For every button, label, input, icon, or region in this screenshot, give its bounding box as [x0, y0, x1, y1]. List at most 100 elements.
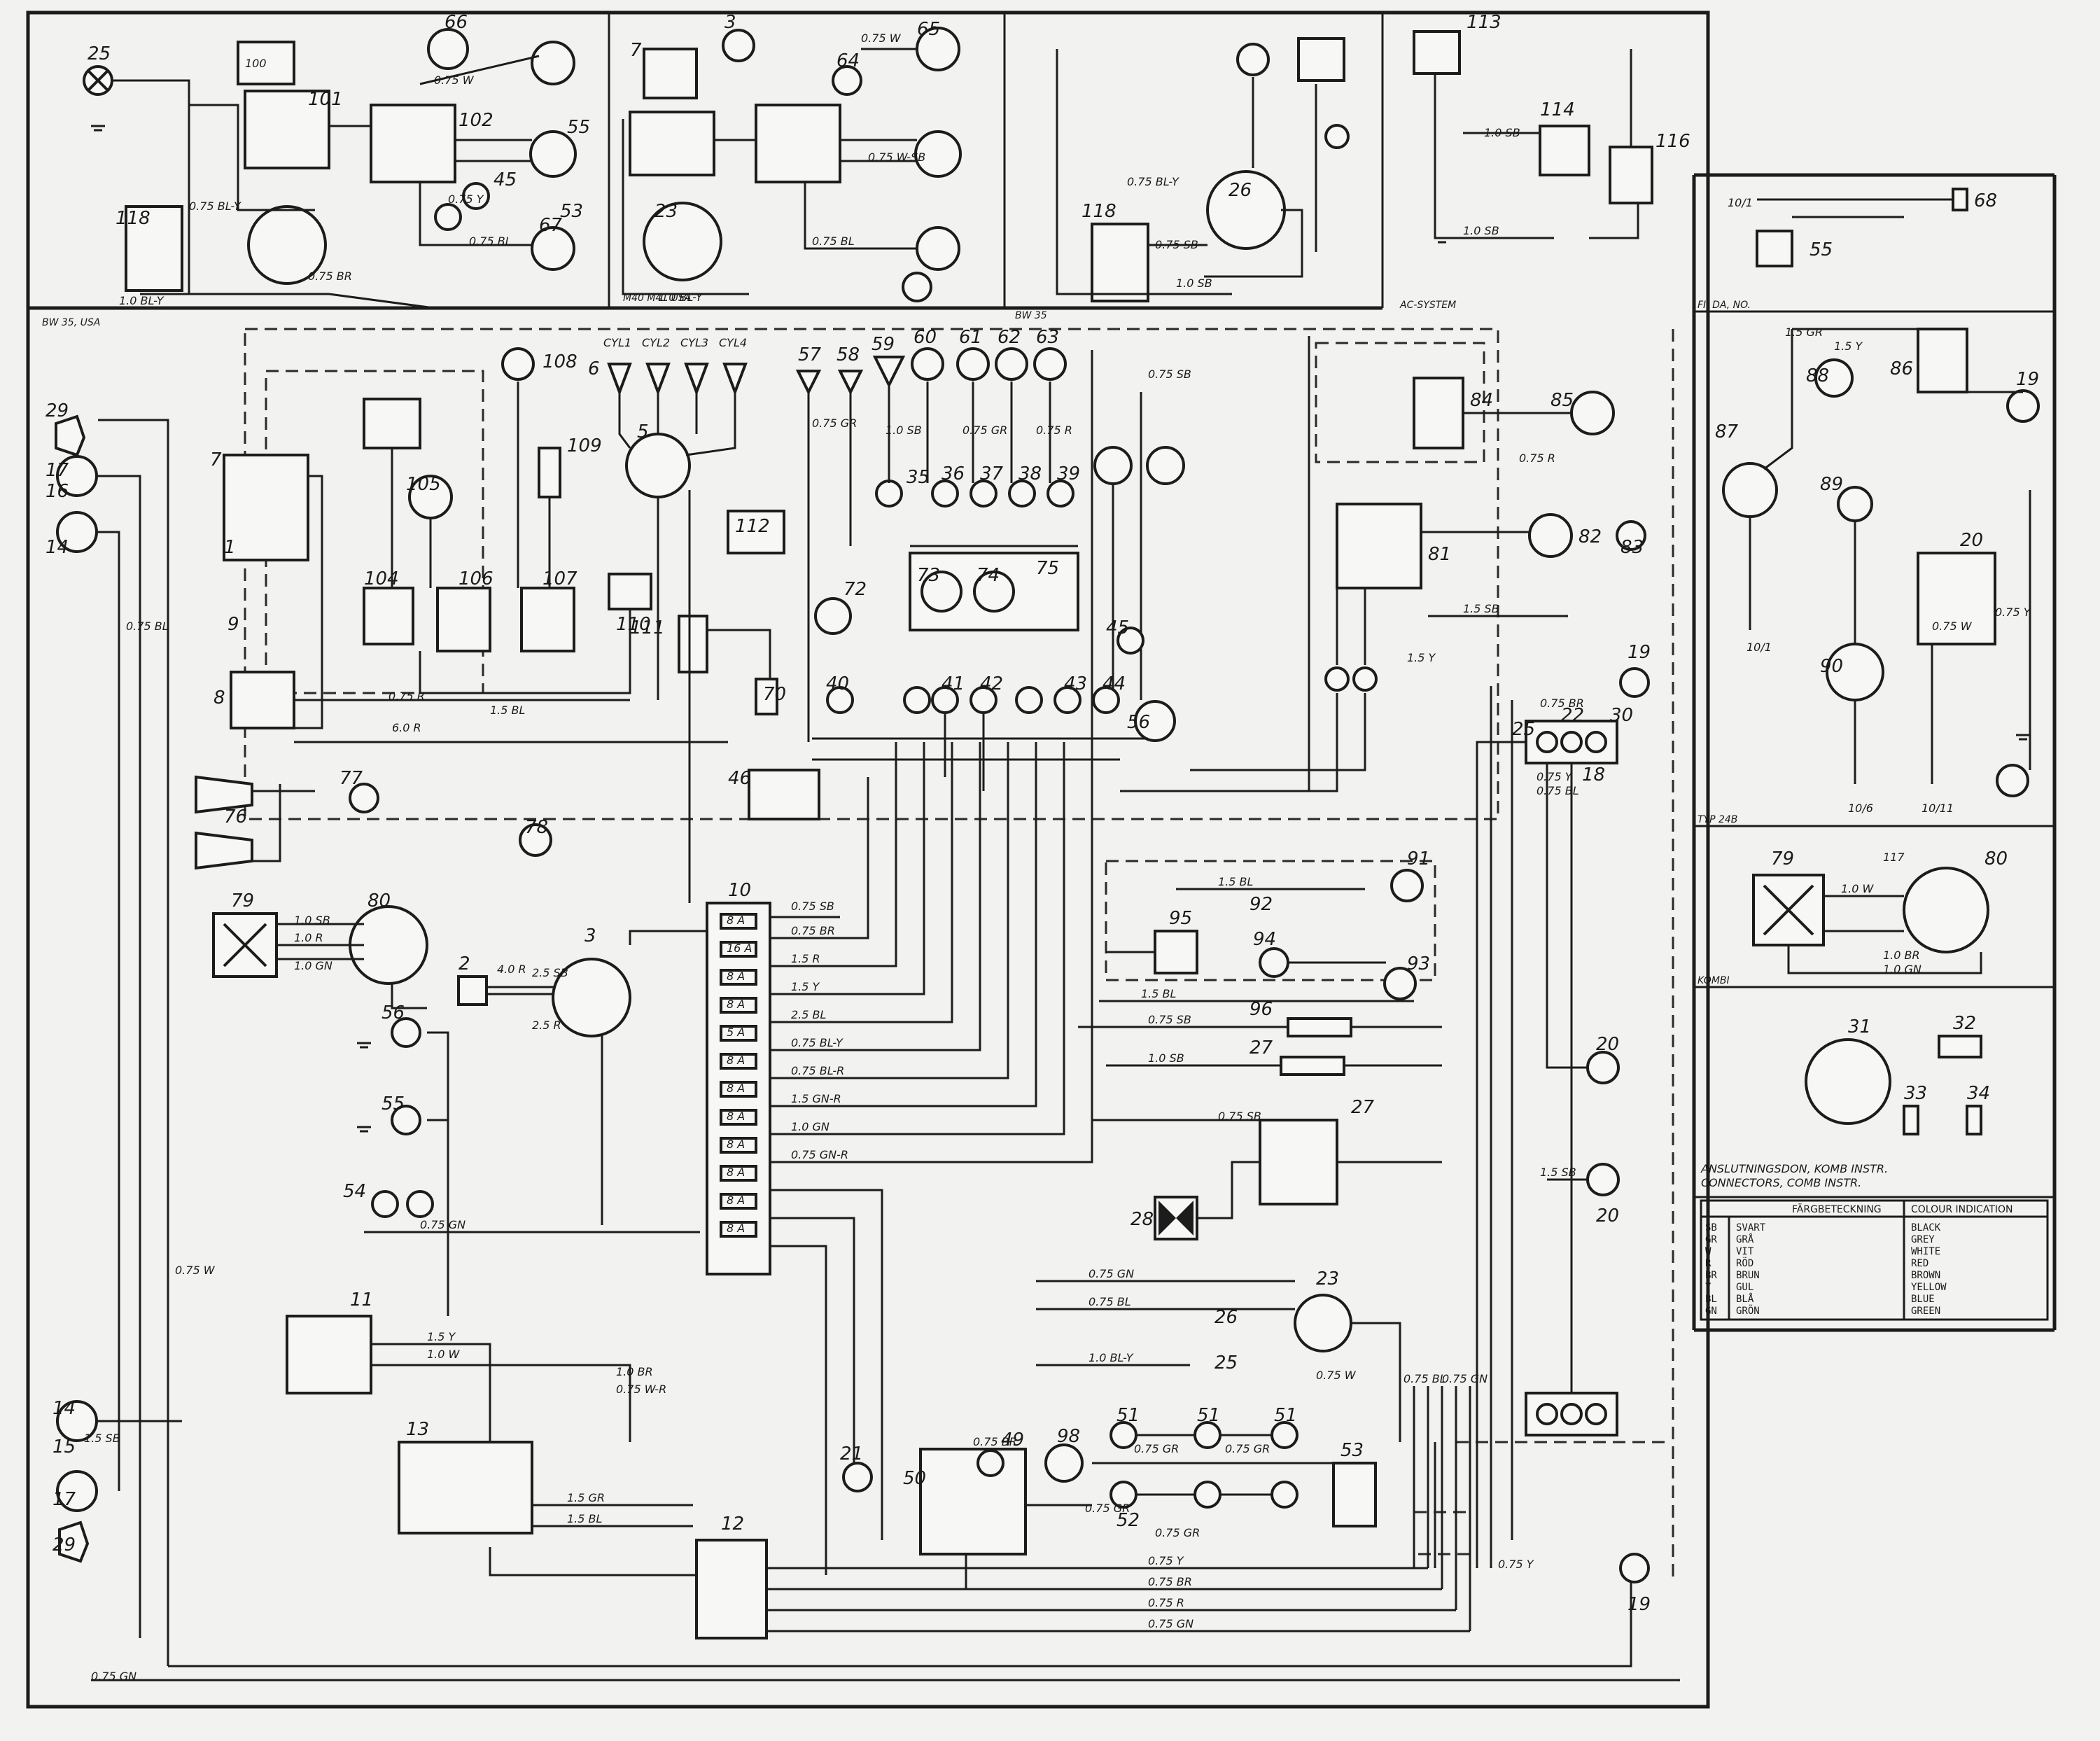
svg-text:29: 29 [52, 1534, 76, 1555]
lamp-19b [1996, 764, 2029, 797]
svg-text:8: 8 [214, 687, 225, 708]
switch-57 [795, 370, 822, 396]
svg-text:0.75 BL: 0.75 BL [1536, 784, 1579, 797]
gauge-74 [973, 571, 1015, 613]
fuse-rating: 8 A [727, 1222, 745, 1235]
svg-text:14: 14 [52, 1398, 76, 1419]
legend-swedish: SVART [1736, 1222, 1766, 1233]
lamp-37 [969, 480, 997, 508]
svg-text:9: 9 [227, 614, 239, 635]
lamp-51b [1194, 1421, 1222, 1449]
legend-code: Y [1705, 1282, 1712, 1293]
lamp-52c [1270, 1481, 1298, 1509]
svg-text:74: 74 [976, 565, 1000, 586]
motor-56 [1134, 700, 1176, 742]
svg-text:1.5 Y: 1.5 Y [427, 1330, 456, 1343]
svg-text:0.75 BL-Y: 0.75 BL-Y [189, 200, 241, 213]
svg-text:0.75 Y: 0.75 Y [1995, 606, 2031, 619]
svg-text:33: 33 [1904, 1083, 1927, 1104]
svg-text:6.0 R: 6.0 R [392, 721, 421, 734]
terminal-block-102 [370, 104, 456, 183]
svg-text:1.5 BL: 1.5 BL [1218, 875, 1253, 888]
lamp-47b [1352, 666, 1378, 692]
svg-text:0.75 BL-Y: 0.75 BL-Y [791, 1036, 844, 1049]
svg-text:55: 55 [567, 117, 590, 138]
svg-text:41: 41 [941, 673, 965, 694]
svg-text:CYL2: CYL2 [642, 336, 670, 349]
junction-2 [457, 975, 488, 1006]
switch-cluster-81-85: 84 85 81 82 83 1.5 SB 0.75 R 1.5 Y [1120, 336, 1646, 792]
svg-text:3: 3 [584, 925, 596, 946]
fuse [720, 1137, 757, 1154]
relay-118a [125, 205, 183, 292]
connector-note-2: CONNECTORS, COMB INSTR. [1701, 1176, 1861, 1189]
top-panel-4-ac: 113 114 116 1.0 SB 1.0 SB [1413, 12, 1690, 239]
svg-text:108: 108 [542, 351, 578, 372]
svg-text:98: 98 [1057, 1426, 1080, 1447]
bottom-components: 50 49 98 51 51 51 52 53 0.75 GR 0.75 GR … [903, 1405, 1377, 1589]
svg-text:57: 57 [798, 344, 822, 365]
lamp-14a [56, 511, 98, 553]
lamp-44 [1092, 686, 1120, 714]
lamp-25c [1324, 124, 1350, 149]
svg-text:1.0 SB: 1.0 SB [1484, 126, 1520, 139]
svg-text:94: 94 [1253, 929, 1276, 950]
left-lamps: 29 17 16 14 14 15 17 29 0.75 GN 0.75 BL … [46, 400, 1680, 1683]
lamp-25b [902, 272, 932, 302]
svg-text:1.0 W: 1.0 W [427, 1348, 461, 1361]
lamp-42b [1015, 686, 1043, 714]
section-bw35-usa: BW 35, USA [42, 317, 100, 328]
lamp-54b [406, 1190, 434, 1218]
lamp-66a [427, 28, 469, 70]
svg-text:104: 104 [364, 568, 399, 589]
svg-text:79: 79 [231, 890, 254, 911]
lamp-35 [875, 480, 903, 508]
svg-text:3: 3 [724, 12, 736, 33]
lamp-19c [1619, 667, 1650, 698]
svg-text:1: 1 [224, 537, 236, 558]
svg-text:107: 107 [542, 568, 578, 589]
headlamp-29a [55, 414, 86, 457]
svg-text:0.75 BL: 0.75 BL [1404, 1372, 1446, 1385]
svg-text:25: 25 [1214, 1352, 1238, 1373]
left-components: 7 1 9 8 76 77 78 79 80 56 55 54 11 13 12… [195, 449, 873, 1639]
legend-swedish: BRUN [1736, 1270, 1760, 1281]
section-fi-da-no: FI, DA, NO. [1698, 300, 1751, 311]
svg-text:29: 29 [46, 400, 69, 421]
svg-text:19: 19 [2016, 369, 2039, 390]
fuse [720, 1165, 757, 1182]
motor-85 [1570, 391, 1615, 435]
lamp-51c [1270, 1421, 1298, 1449]
svg-text:1.5 Y: 1.5 Y [791, 980, 820, 993]
svg-text:72: 72 [844, 579, 867, 600]
switch-23a [643, 202, 722, 281]
svg-text:1.0 R: 1.0 R [294, 931, 323, 944]
switch-56 [391, 1017, 421, 1048]
svg-text:26: 26 [1214, 1307, 1238, 1328]
lamp-25e [1536, 1403, 1558, 1425]
motor-67a [531, 226, 575, 271]
svg-text:34: 34 [1967, 1083, 1990, 1104]
fuse [720, 997, 757, 1014]
svg-text:54: 54 [343, 1181, 366, 1202]
fuse-rating: 5 A [727, 1026, 745, 1039]
section-typ-248: TYP 24B [1698, 814, 1737, 825]
svg-text:1.0 GN: 1.0 GN [294, 959, 332, 972]
svg-text:88: 88 [1806, 365, 1829, 386]
lamp-41 [931, 686, 959, 714]
svg-text:1.0 BL-Y: 1.0 BL-Y [1088, 1351, 1134, 1364]
svg-text:73: 73 [917, 565, 940, 586]
svg-text:0.75 BL: 0.75 BL [812, 235, 855, 248]
gauge-62 [995, 347, 1028, 381]
svg-text:0.75 BL: 0.75 BL [126, 620, 169, 633]
relay-110 [608, 573, 652, 610]
legend-english: YELLOW [1911, 1282, 1947, 1293]
fuse-rows: 8 A16 A8 A8 A5 A8 A8 A8 A8 A8 A8 A8 A [720, 913, 757, 1238]
lamp-22b [1560, 1403, 1583, 1425]
svg-text:78: 78 [525, 817, 548, 838]
fuse [720, 1053, 757, 1070]
svg-text:0.75 GR: 0.75 GR [1225, 1442, 1270, 1455]
svg-text:32: 32 [1953, 1013, 1976, 1034]
switch-59 [872, 356, 906, 389]
legend-english: GREEN [1911, 1306, 1940, 1317]
